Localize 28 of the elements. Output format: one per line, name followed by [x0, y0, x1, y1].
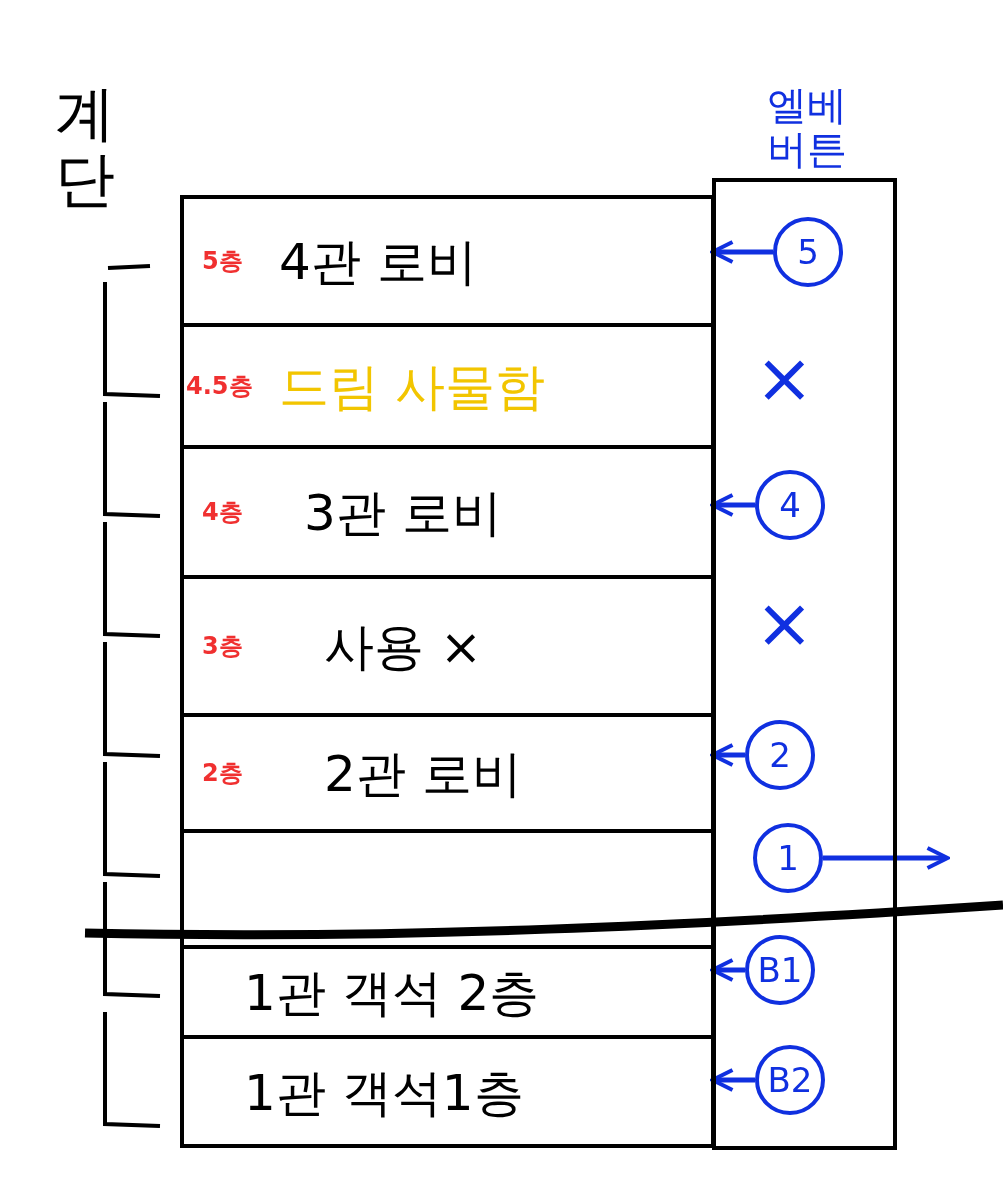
floor-name: 1관 객석 2층: [244, 963, 540, 1024]
elevator-button: B2: [755, 1045, 825, 1115]
floor-name: 4관 로비: [279, 232, 477, 293]
arrow: [823, 846, 950, 870]
floor-name: 드림 사물함: [279, 357, 545, 418]
arrow: [710, 958, 745, 982]
elevator-button: 1: [753, 823, 823, 893]
elevator-button: B1: [745, 935, 815, 1005]
floor-label: 2층: [202, 758, 243, 789]
elevator-button: 4: [755, 470, 825, 540]
unavailable-mark: ×: [755, 585, 814, 662]
arrow: [710, 493, 755, 517]
elevator-button: 5: [773, 217, 843, 287]
floor-label: 4층: [202, 497, 243, 528]
column-heading: 엘베 버튼: [766, 83, 848, 171]
floor-name: 3관 로비: [304, 483, 502, 544]
arrow: [710, 1068, 755, 1092]
arrow: [710, 240, 773, 264]
unavailable-mark: ×: [755, 340, 814, 417]
floor-label: 5층: [202, 246, 243, 277]
arrow: [710, 743, 745, 767]
floor-name: 1관 객석1층: [244, 1062, 524, 1124]
elevator-button: 2: [745, 720, 815, 790]
floor-label: 3층: [202, 631, 243, 662]
floor-name: 2관 로비: [324, 744, 522, 805]
stair-label: 계단: [55, 80, 115, 212]
floor-label: 4.5층: [186, 371, 253, 402]
floor-name: 사용 ×: [324, 617, 482, 678]
